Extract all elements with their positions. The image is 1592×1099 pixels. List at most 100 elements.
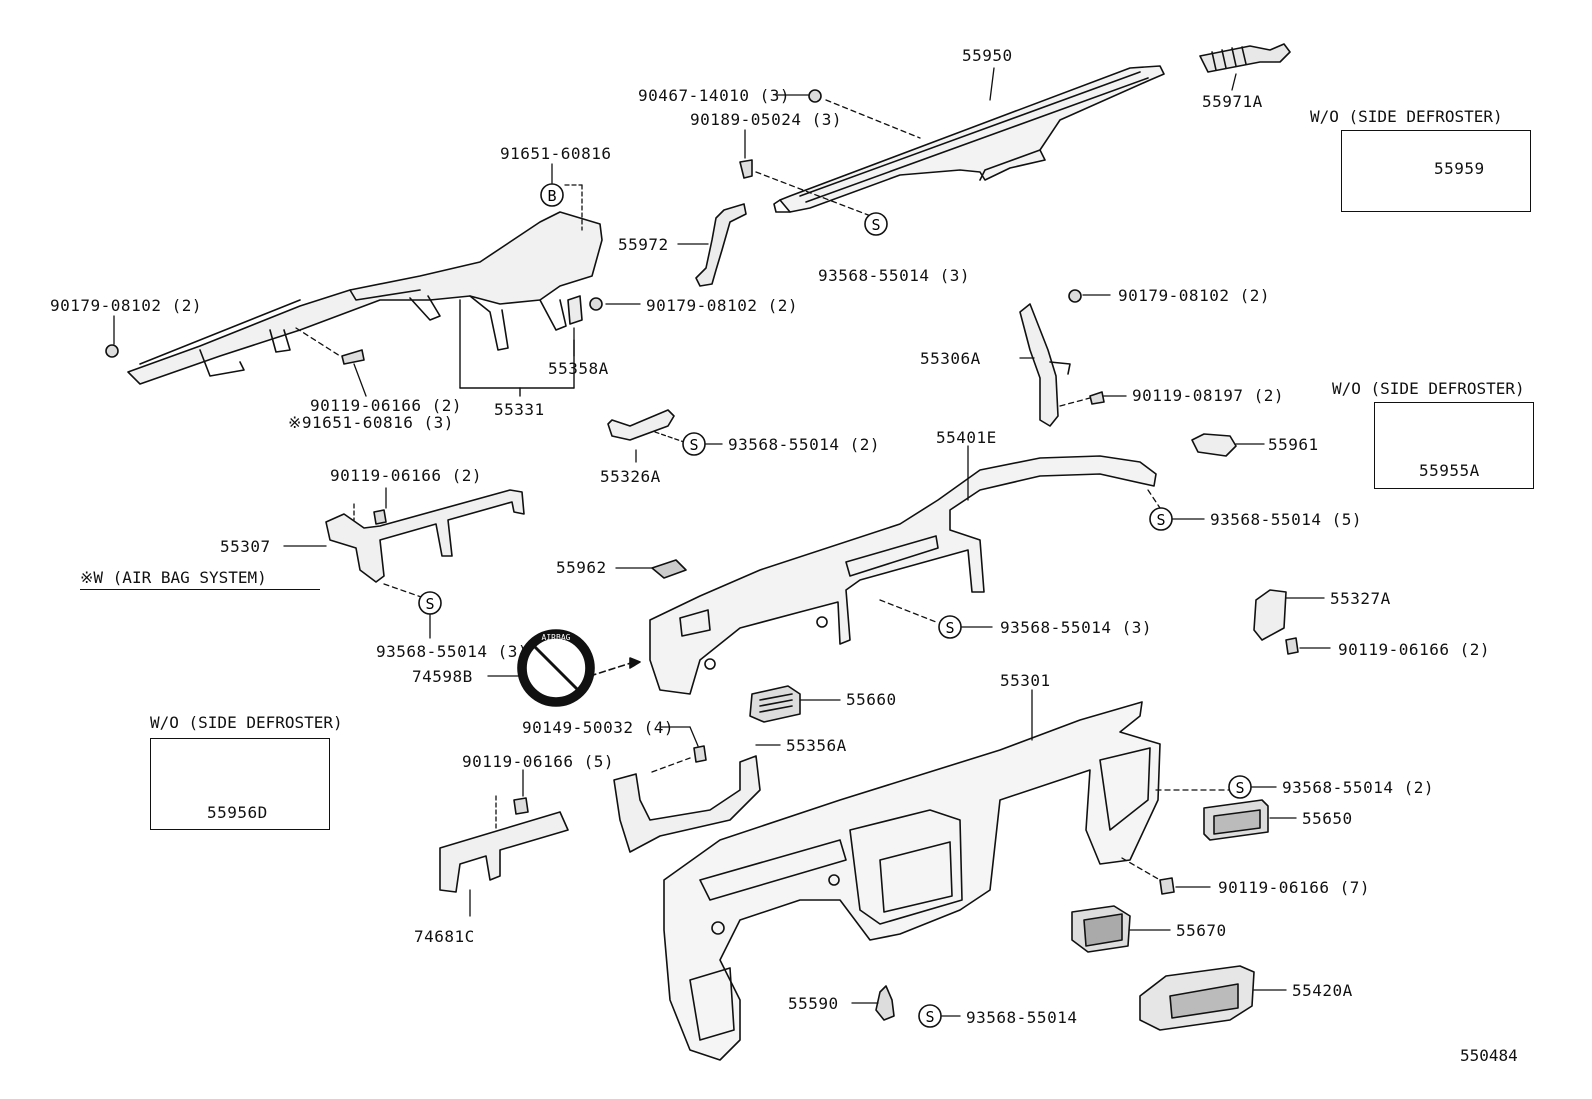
badge-s-93568-panel: S [938,615,962,639]
part-55327A-bracket [1253,589,1287,641]
part-55971A-hose [1199,43,1291,73]
badge-s-93568-55307: S [418,591,442,615]
fastener-nut-left [105,344,119,358]
callout-55307: 55307 [220,537,271,556]
part-number: 55955A [1419,461,1480,480]
callout-55660: 55660 [846,690,897,709]
callout-93568-3a: 93568-55014 (3) [818,266,970,285]
callout-90119-06166-2b: 90119-06166 (2) [330,466,482,485]
callout-91651-3: ※91651-60816 (3) [288,413,454,432]
svg-text:S: S [689,436,698,454]
part-55356A-bracket [613,755,761,853]
part-55331-reinforcement [127,211,603,385]
part-74598B-airbag-label [517,629,641,707]
option-box-55955A: 55955A [1374,402,1534,489]
svg-text:S: S [1156,511,1165,529]
option-box-title: W/O (SIDE DEFROSTER) [1332,379,1525,398]
callout-55670: 55670 [1176,921,1227,940]
badge-s-93568-top: S [864,212,888,236]
callout-74681C: 74681C [414,927,475,946]
fastener-bolt-74681C [513,797,529,815]
part-55650-vent [1203,799,1269,841]
badge-b-91651: B [540,183,564,207]
airbag-system-note: ※W (AIR BAG SYSTEM) [80,568,320,590]
fastener-bolt-55650 [1159,877,1175,895]
part-55401E-instrument-panel-pad [649,455,1157,695]
callout-93568-2a: 93568-55014 (2) [728,435,880,454]
part-55358A-bracket [567,295,583,325]
option-box-title: W/O (SIDE DEFROSTER) [150,713,343,732]
svg-text:B: B [547,187,556,205]
svg-text:S: S [425,595,434,613]
svg-text:S: S [871,216,880,234]
badge-s-93568-55590: S [918,1004,942,1028]
callout-93568-3b: 93568-55014 (3) [376,642,528,661]
callout-55356A: 55356A [786,736,847,755]
callout-55650: 55650 [1302,809,1353,828]
diagram-reference-number: 550484 [1460,1046,1518,1065]
callout-93568-2b: 93568-55014 (2) [1282,778,1434,797]
callout-74598B: 74598B [412,667,473,686]
part-55962-vent-grille [651,559,687,579]
fastener-clip-90467 [808,89,822,103]
callout-93568-single: 93568-55014 [966,1008,1078,1027]
part-55660-vent [749,685,801,723]
callout-55401E: 55401E [936,428,997,447]
callout-90179-left: 90179-08102 (2) [50,296,202,315]
callout-55301: 55301 [1000,671,1051,690]
part-number: 55956D [207,803,268,822]
fastener-bolt-55327A [1285,637,1299,655]
fastener-screw-90189 [739,159,753,179]
part-55326A-bracket [607,409,675,441]
part-55961-cover [1191,433,1237,457]
badge-s-93568-55326A: S [682,432,706,456]
airbag-emblem-text: AIRBAG [542,633,571,642]
badge-s-93568-55401E: S [1149,507,1173,531]
callout-55306A: 55306A [920,349,981,368]
callout-93568-3c: 93568-55014 (3) [1000,618,1152,637]
fastener-bolt-55306A [1089,391,1105,405]
callout-55331: 55331 [494,400,545,419]
callout-55971A: 55971A [1202,92,1263,111]
callout-55972: 55972 [618,235,669,254]
fastener-bolt-55356A [693,745,707,763]
option-box-55959: 55959 [1341,130,1531,212]
callout-90467: 90467-14010 (3) [638,86,790,105]
callout-55590: 55590 [788,994,839,1013]
callout-55420A: 55420A [1292,981,1353,1000]
fastener-bolt-55307 [373,509,387,525]
callout-93568-5: 93568-55014 (5) [1210,510,1362,529]
part-number: 55959 [1434,159,1485,178]
callout-55961: 55961 [1268,435,1319,454]
callout-90119-06166-2a: 90119-06166 (2) [310,396,462,415]
callout-55326A: 55326A [600,467,661,486]
part-74681C-brace [439,811,569,893]
callout-90189: 90189-05024 (3) [690,110,842,129]
callout-55358A: 55358A [548,359,609,378]
part-55590-clip [875,985,895,1021]
callout-55327A: 55327A [1330,589,1391,608]
callout-90119-06166-2c: 90119-06166 (2) [1338,640,1490,659]
option-box-title: W/O (SIDE DEFROSTER) [1310,107,1503,126]
callout-91651-top: 91651-60816 [500,144,612,163]
option-box-55956D: 55956D [150,738,330,830]
part-55307-brace [325,489,525,583]
callout-55962: 55962 [556,558,607,577]
fastener-nut-55306A [1068,289,1082,303]
callout-90119-06166-7: 90119-06166 (7) [1218,878,1370,897]
part-55950-defroster-nozzle [773,65,1165,213]
part-55670-vent [1071,905,1131,953]
part-55420A-vent-assembly [1139,965,1255,1031]
svg-text:S: S [925,1008,934,1026]
fastener-nut-mid [589,297,603,311]
part-55306A-bracket [1019,303,1071,427]
callout-90119-06166-5: 90119-06166 (5) [462,752,614,771]
callout-90179-mid: 90179-08102 (2) [646,296,798,315]
svg-text:S: S [1235,779,1244,797]
fastener-bolt-55331 [341,349,365,365]
callout-55950: 55950 [962,46,1013,65]
svg-text:S: S [945,619,954,637]
callout-90149: 90149-50032 (4) [522,718,674,737]
part-55972-hose [695,203,747,287]
callout-90119-08197: 90119-08197 (2) [1132,386,1284,405]
